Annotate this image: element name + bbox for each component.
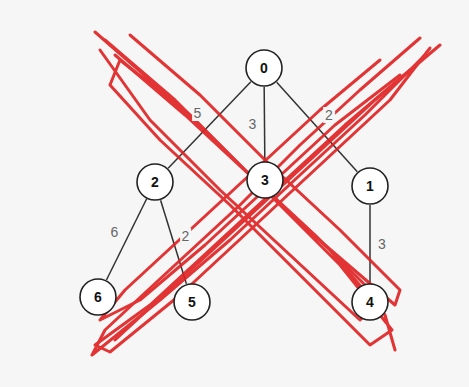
graph-edge — [106, 199, 146, 280]
node-number: 4 — [351, 283, 389, 321]
graph-node: 1 — [351, 167, 389, 205]
graph-edge — [263, 87, 265, 161]
edge-weight: 2 — [323, 107, 335, 123]
node-number: 0 — [245, 49, 283, 87]
edge-weight: 5 — [192, 105, 204, 121]
edge-weight: 2 — [180, 228, 192, 244]
graph-node: 4 — [351, 283, 389, 321]
graph-node: 0 — [245, 49, 283, 87]
graph-node: 2 — [136, 163, 174, 201]
graph-node: 5 — [173, 283, 211, 321]
edge-weight: 3 — [376, 236, 388, 252]
graph-node: 6 — [79, 278, 117, 316]
graph-node: 3 — [246, 161, 284, 199]
edge-weight: 6 — [109, 224, 121, 240]
graph-edge — [369, 205, 371, 283]
graph-edge — [168, 82, 251, 169]
node-number: 1 — [351, 167, 389, 205]
edge-weight: 3 — [247, 116, 259, 132]
node-number: 2 — [136, 163, 174, 201]
node-number: 6 — [79, 278, 117, 316]
node-number: 5 — [173, 283, 211, 321]
node-number: 3 — [246, 161, 284, 199]
